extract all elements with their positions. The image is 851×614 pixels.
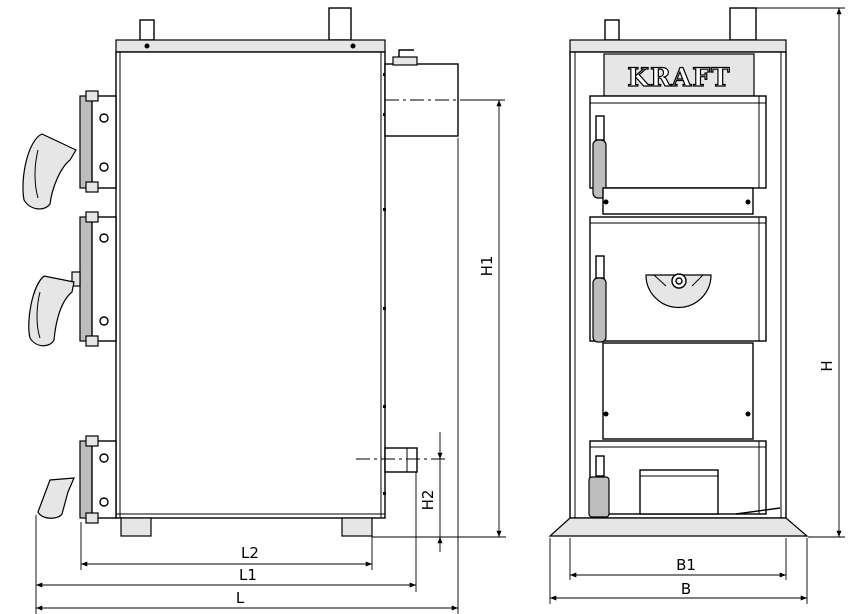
dim-label-l2: L2 xyxy=(241,544,259,562)
front-door-upper xyxy=(589,95,767,215)
side-view xyxy=(22,7,506,614)
front-lower-panel xyxy=(602,342,754,440)
dim-label-l: L xyxy=(236,589,245,607)
side-top-stub-right xyxy=(328,7,352,41)
brand-label: KRAFT xyxy=(627,63,730,92)
front-door-upper-handle xyxy=(592,139,607,199)
front-door-middle xyxy=(589,216,767,343)
side-foot-left xyxy=(120,517,152,537)
side-door-upper-handle xyxy=(22,133,77,210)
ash-pan xyxy=(639,469,719,515)
side-door-middle-handle xyxy=(28,275,75,347)
dim-label-h1: H1 xyxy=(478,256,496,277)
front-ash-door xyxy=(588,440,781,518)
front-top-stub-right xyxy=(729,7,757,41)
side-top-stub-left xyxy=(139,19,155,41)
front-nameplate xyxy=(603,53,755,97)
dim-label-b: B xyxy=(681,580,691,598)
front-base-plinth xyxy=(548,517,809,537)
front-view: KRAFT xyxy=(548,7,845,604)
front-door-middle-handle xyxy=(592,277,607,343)
front-dimensions xyxy=(549,7,845,604)
side-lower-connector xyxy=(384,447,418,473)
side-body xyxy=(115,51,386,519)
side-door-middle xyxy=(28,211,117,347)
side-top-plate xyxy=(115,39,386,53)
front-top-plate xyxy=(569,39,787,53)
front-ash-door-handle xyxy=(588,476,610,518)
side-flue-valve xyxy=(392,56,418,66)
dim-label-l1: L1 xyxy=(239,566,257,584)
side-door-lower-handle xyxy=(37,477,75,519)
side-dimensions xyxy=(35,99,506,614)
front-top-stub-left xyxy=(604,19,620,41)
side-foot-right xyxy=(341,517,373,537)
side-door-upper xyxy=(22,90,117,210)
dim-label-h2: H2 xyxy=(419,490,437,511)
dim-label-b1: B1 xyxy=(676,556,696,574)
side-door-lower xyxy=(37,435,117,524)
dim-label-h: H xyxy=(818,360,836,371)
